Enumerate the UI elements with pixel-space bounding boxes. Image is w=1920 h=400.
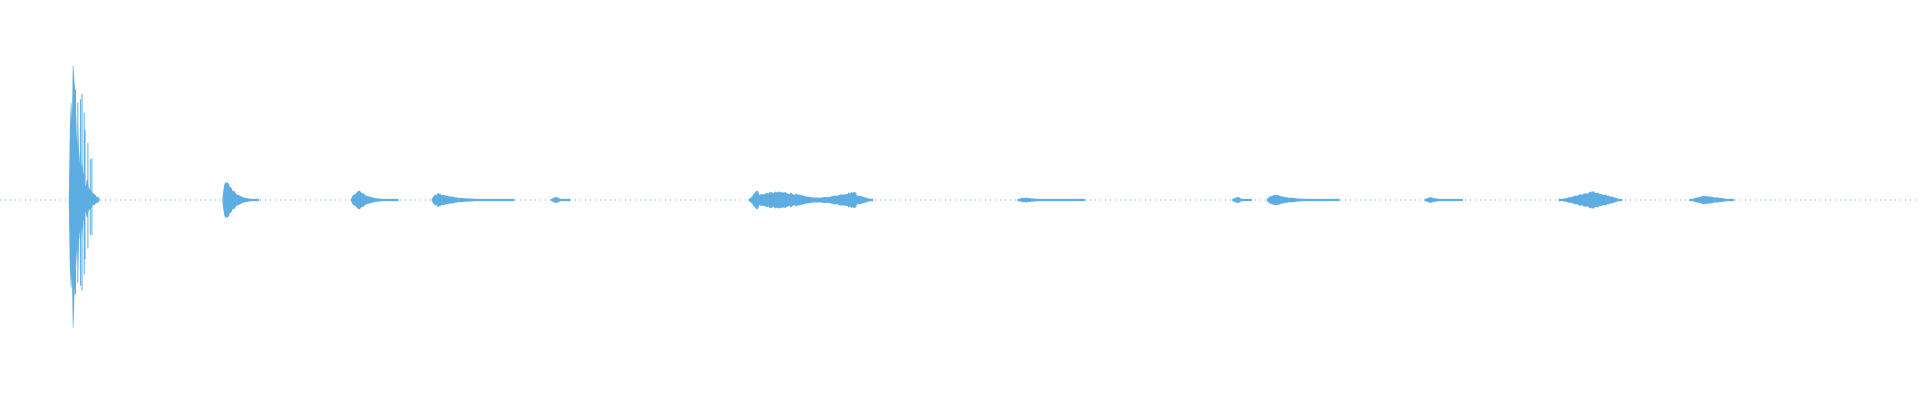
waveform-event-12 (1689, 195, 1734, 205)
waveform-event-3 (351, 190, 399, 210)
waveform-event-9 (1266, 194, 1340, 206)
waveform-event-8 (1232, 196, 1252, 204)
waveform-event-10 (1424, 196, 1463, 204)
waveform-events (68, 65, 1734, 328)
waveform-event-7 (1017, 197, 1085, 203)
waveform-event-11 (1558, 191, 1623, 209)
waveform-event-4 (431, 192, 515, 208)
waveform-event-5 (550, 197, 571, 203)
waveform-event-6 (748, 190, 874, 210)
waveform-event-2 (222, 181, 259, 219)
